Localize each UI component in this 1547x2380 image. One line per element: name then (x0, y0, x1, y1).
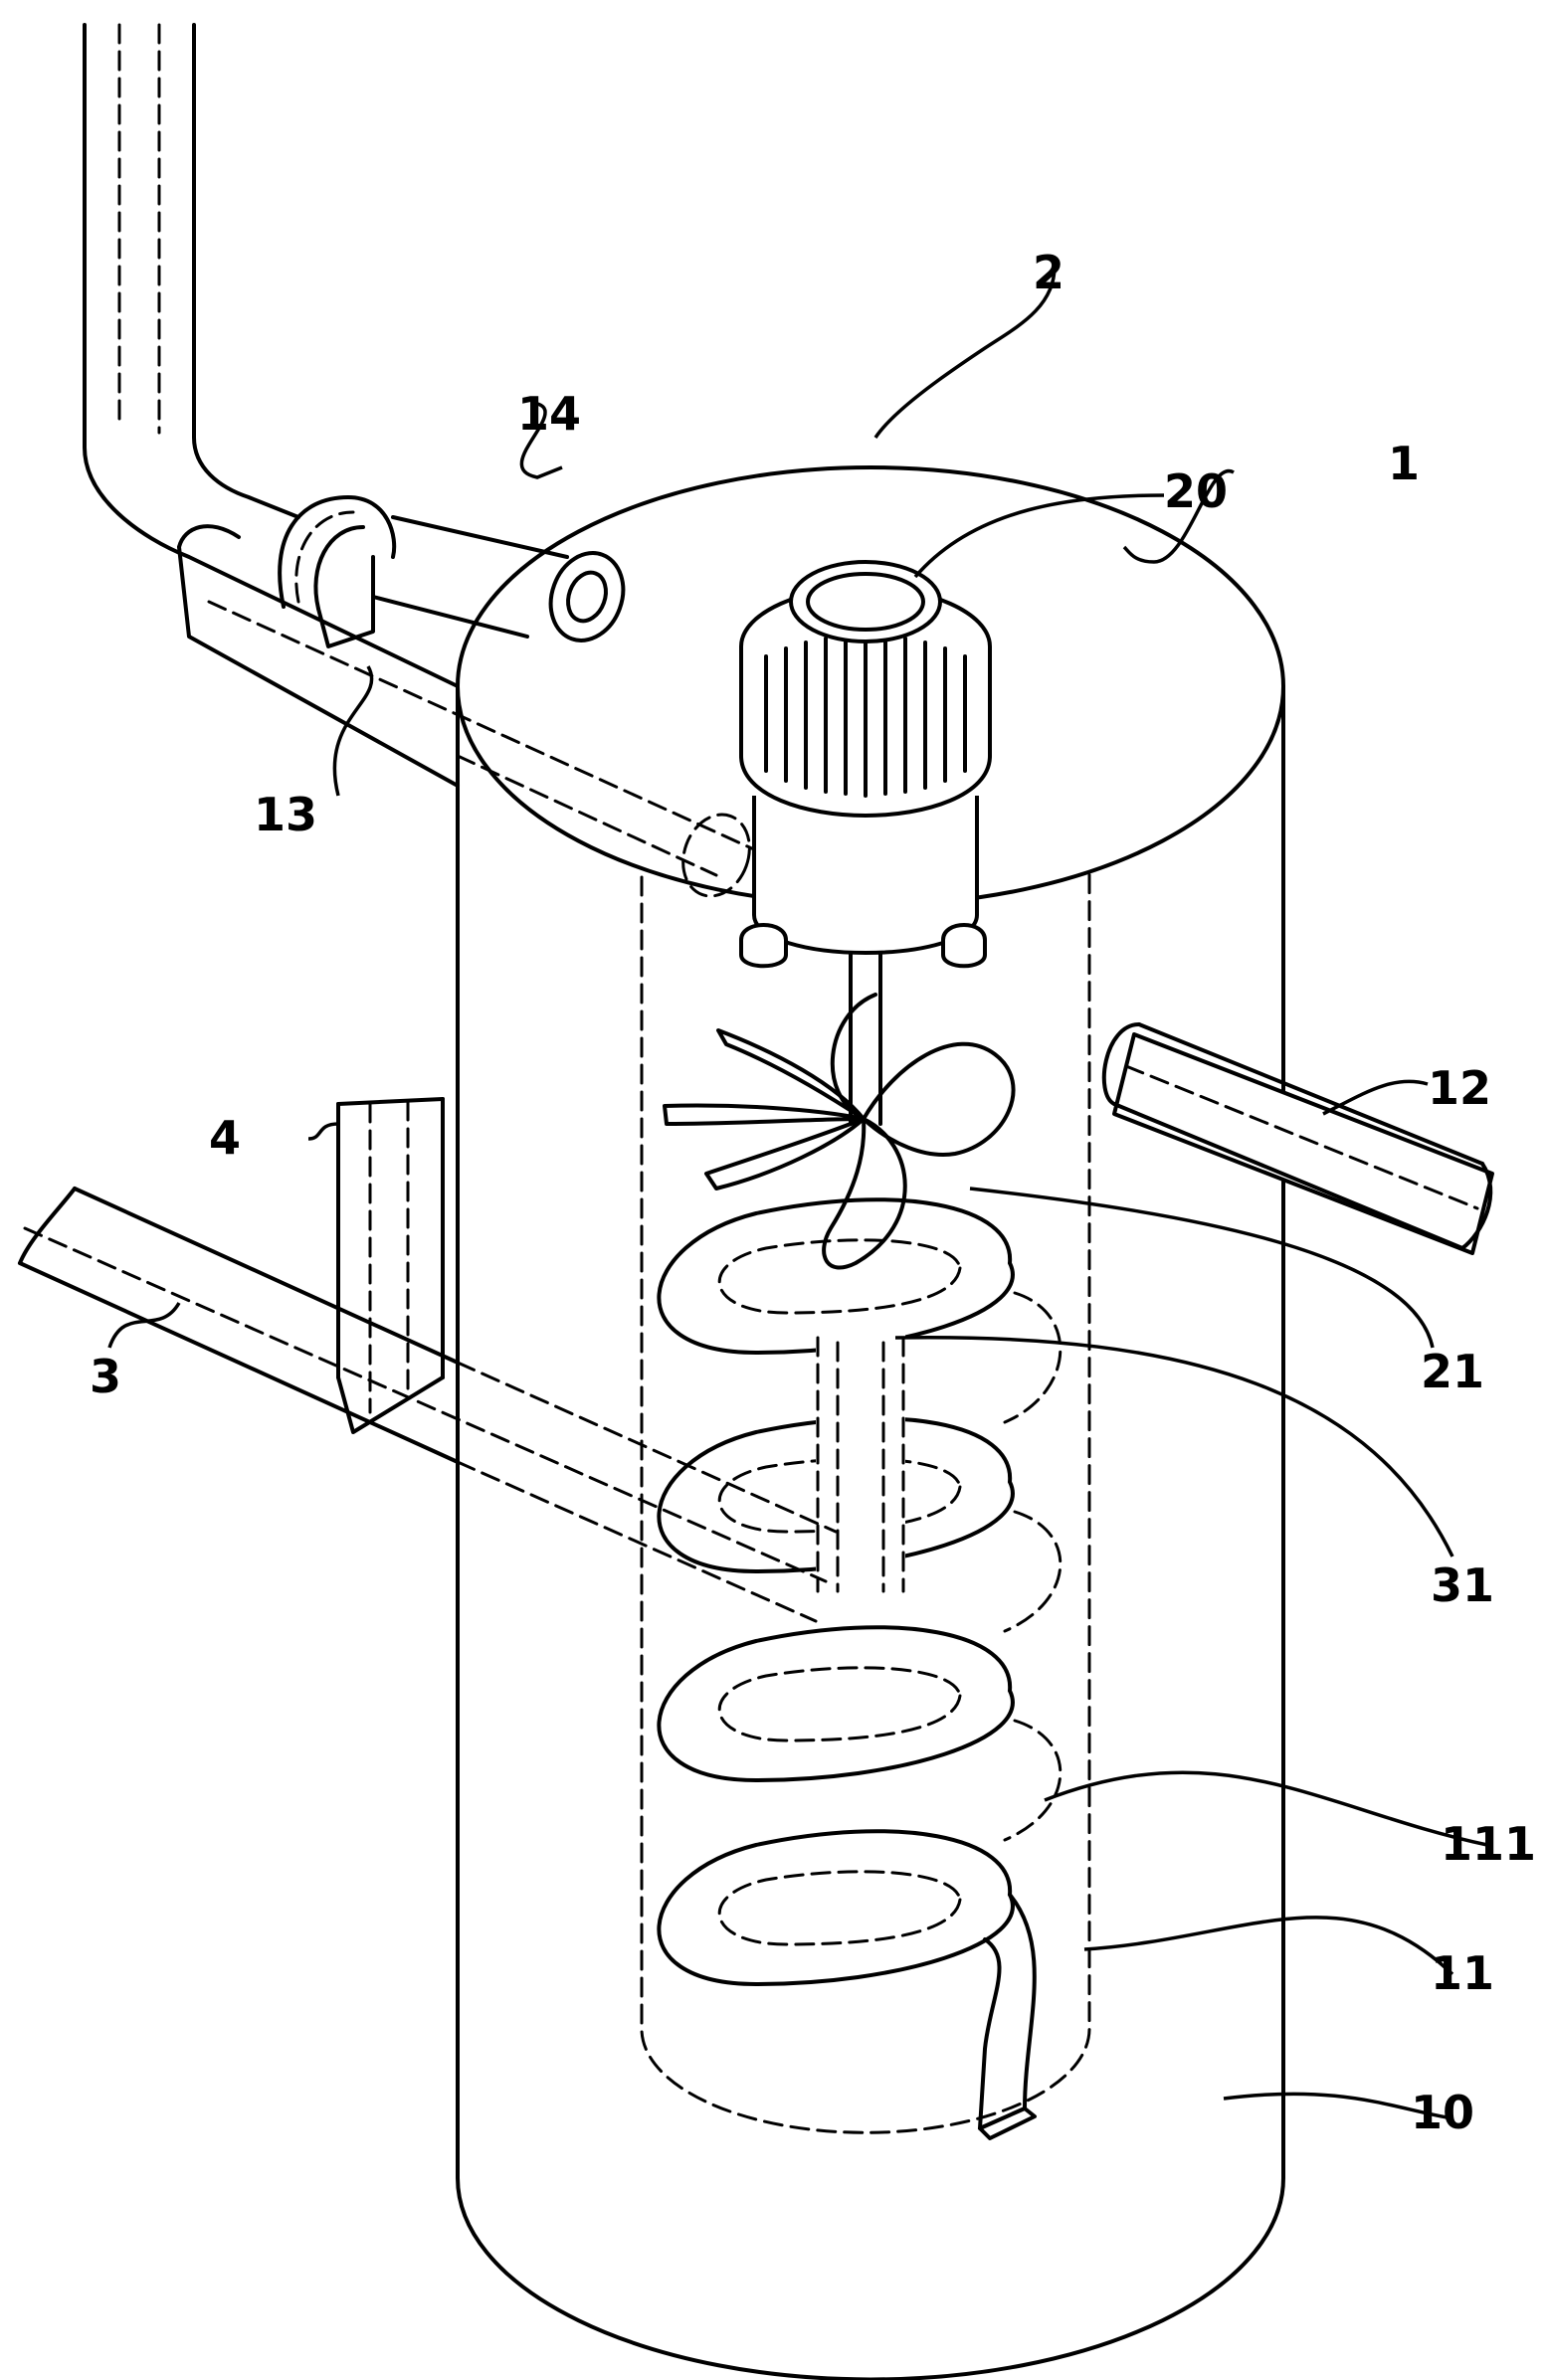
label-10: 10 (1411, 2086, 1474, 2139)
reference-labels: 1 2 3 4 10 11 111 12 13 14 20 21 31 (90, 246, 1536, 2139)
label-4: 4 (209, 1111, 241, 1165)
upper-pipe-drawing (83, 23, 758, 898)
label-21: 21 (1421, 1345, 1484, 1398)
label-1: 1 (1388, 437, 1420, 490)
motor-ribs (764, 635, 967, 798)
label-13: 13 (254, 788, 317, 841)
label-14: 14 (517, 387, 581, 441)
label-111: 111 (1441, 1817, 1536, 1871)
label-2: 2 (1033, 246, 1064, 299)
label-12: 12 (1428, 1061, 1491, 1115)
inner-pipe-drawing (816, 1333, 905, 1593)
outlet-pipe-drawing (18, 1097, 838, 1623)
side-inlet-pipe-drawing (1101, 1022, 1494, 1255)
helical-coil-drawing (657, 1197, 1063, 2140)
label-3: 3 (90, 1350, 121, 1403)
label-20: 20 (1164, 464, 1228, 518)
motor-drawing (739, 560, 992, 969)
leader-lines (107, 266, 1488, 2120)
label-31: 31 (1431, 1558, 1494, 1612)
label-11: 11 (1431, 1946, 1494, 2000)
impeller-drawing (663, 948, 1016, 1270)
